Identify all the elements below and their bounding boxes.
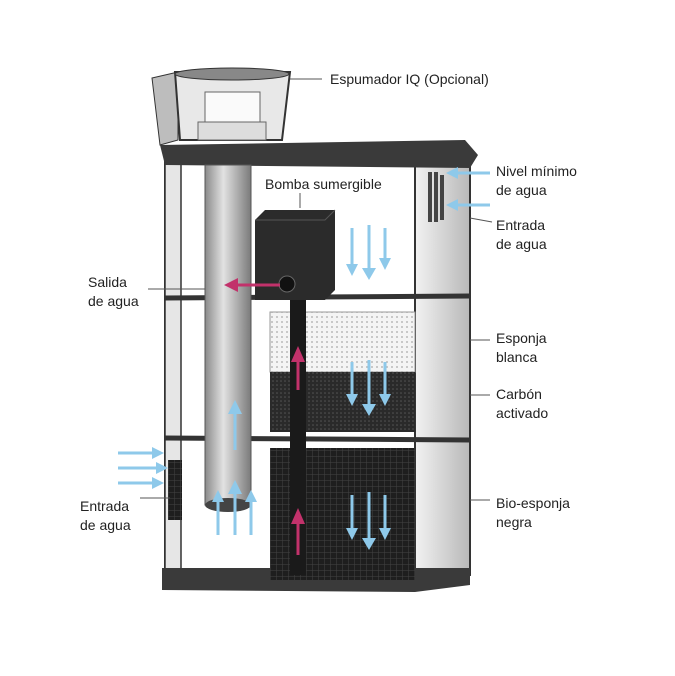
label-skimmer: Espumador IQ (Opcional) [330, 71, 489, 87]
outflow-arrows [224, 278, 305, 555]
vent-slots-right [428, 172, 444, 222]
protein-skimmer [151, 67, 292, 146]
label-pump: Bomba sumergible [265, 176, 382, 192]
pump-intake-pipe [290, 300, 306, 575]
inflow-arrows [118, 167, 490, 550]
outlet-tube [204, 164, 252, 506]
vent-slots-left [168, 460, 182, 520]
submersible-pump [255, 209, 336, 300]
leader-lines [140, 78, 493, 501]
